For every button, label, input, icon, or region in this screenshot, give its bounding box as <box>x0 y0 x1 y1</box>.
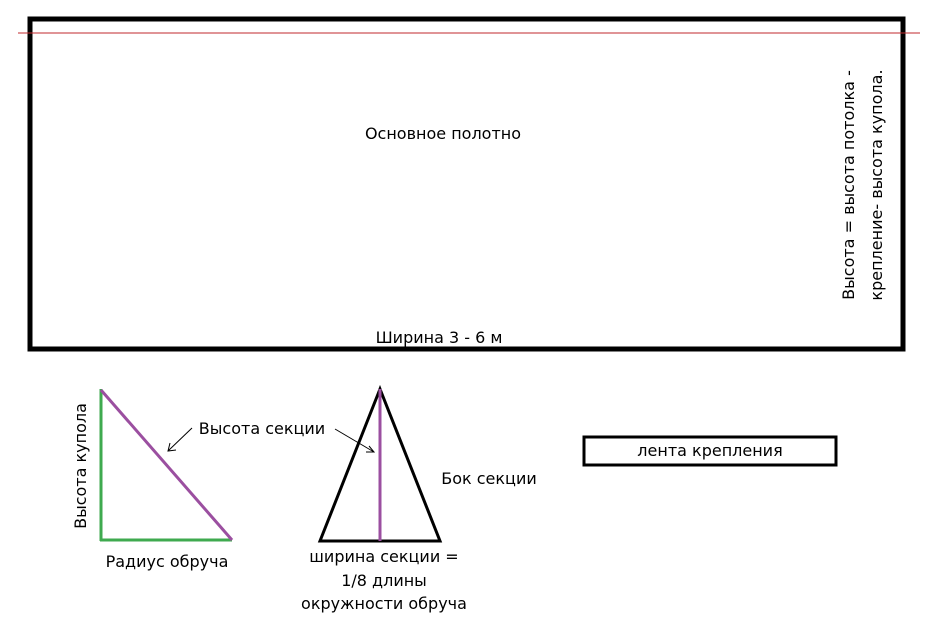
height-note-line1: Высота = высота потолка - <box>839 70 858 300</box>
section-width-label-line2: 1/8 длины <box>341 571 427 590</box>
section-side-label: Бок секции <box>441 469 537 488</box>
dome-height-label: Высота купола <box>71 403 90 529</box>
height-note-line2: крепление- высота купола. <box>867 69 886 300</box>
section-width-label-line3: окружности обруча <box>301 594 467 613</box>
section-height-label: Высота секции <box>199 419 325 438</box>
main-panel-label: Основное полотно <box>365 124 521 143</box>
arrow-to-hypotenuse <box>167 427 193 452</box>
hoop-radius-label: Радиус обруча <box>106 552 229 571</box>
mount-tape-rect <box>582 435 838 467</box>
section-height-hypotenuse <box>99 389 234 541</box>
section-width-label-line1: ширина секции = <box>309 547 458 566</box>
arrow-to-section-height <box>334 428 376 453</box>
mount-tape-label: лента крепления <box>637 441 782 460</box>
main-panel-rect <box>27 16 906 352</box>
width-label: Ширина 3 - 6 м <box>376 328 503 347</box>
